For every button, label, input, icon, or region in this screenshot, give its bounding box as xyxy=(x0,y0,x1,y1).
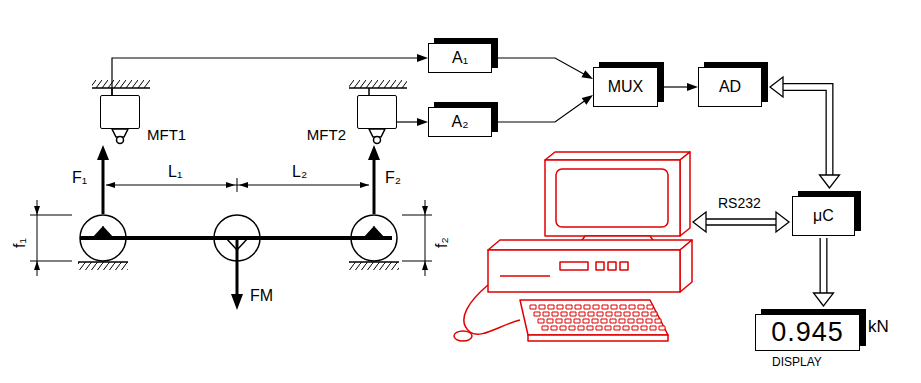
unit-label: kN xyxy=(868,318,889,335)
sensor-label: MFT1 xyxy=(147,126,186,143)
dimension-label: f₂ xyxy=(434,237,450,248)
dimension-label: f₁ xyxy=(12,238,28,248)
microcontroller-box: μC xyxy=(792,196,855,236)
force-transducer: MFT2 xyxy=(357,95,397,129)
caption-label: DISPLAY xyxy=(772,356,822,368)
signal-arrow xyxy=(397,118,428,126)
signal-arrow xyxy=(664,83,698,91)
dimension-label: L₁ xyxy=(168,164,182,180)
signal-arrow xyxy=(498,58,593,79)
bus-arrow xyxy=(770,77,840,188)
force-label: F₂ xyxy=(385,170,401,186)
signal-arrow xyxy=(498,95,593,122)
force-label: FM xyxy=(250,288,273,304)
signal-arrow xyxy=(112,54,428,95)
bus-arrow xyxy=(814,238,834,306)
force-label: F₁ xyxy=(72,170,87,186)
ground-hatch xyxy=(78,262,399,270)
dimension-label: L₂ xyxy=(292,164,307,180)
box-label: AD xyxy=(719,79,741,95)
display-box: 0.945 xyxy=(755,314,860,351)
computer-illustration xyxy=(454,152,692,341)
amplifier-box: A₁ xyxy=(428,43,492,73)
converter-box: AD xyxy=(698,67,762,107)
box-label: A₁ xyxy=(452,50,468,66)
dimension-line xyxy=(30,178,432,276)
force-arrow xyxy=(97,145,380,310)
sensor-label: MFT2 xyxy=(307,126,346,143)
beam-wheels xyxy=(80,215,397,261)
interface-label: RS232 xyxy=(718,196,761,210)
amplifier-box: A₂ xyxy=(428,107,492,137)
box-label: A₂ xyxy=(452,114,469,130)
sensor-tip xyxy=(112,88,385,144)
force-transducer: MFT1 xyxy=(100,95,140,129)
rs232-arrow xyxy=(693,212,789,232)
multiplexer-box: MUX xyxy=(593,67,658,107)
box-label: 0.945 xyxy=(771,319,844,346)
box-label: μC xyxy=(813,208,834,224)
ceiling-hatch xyxy=(92,80,407,88)
box-label: MUX xyxy=(608,79,644,95)
